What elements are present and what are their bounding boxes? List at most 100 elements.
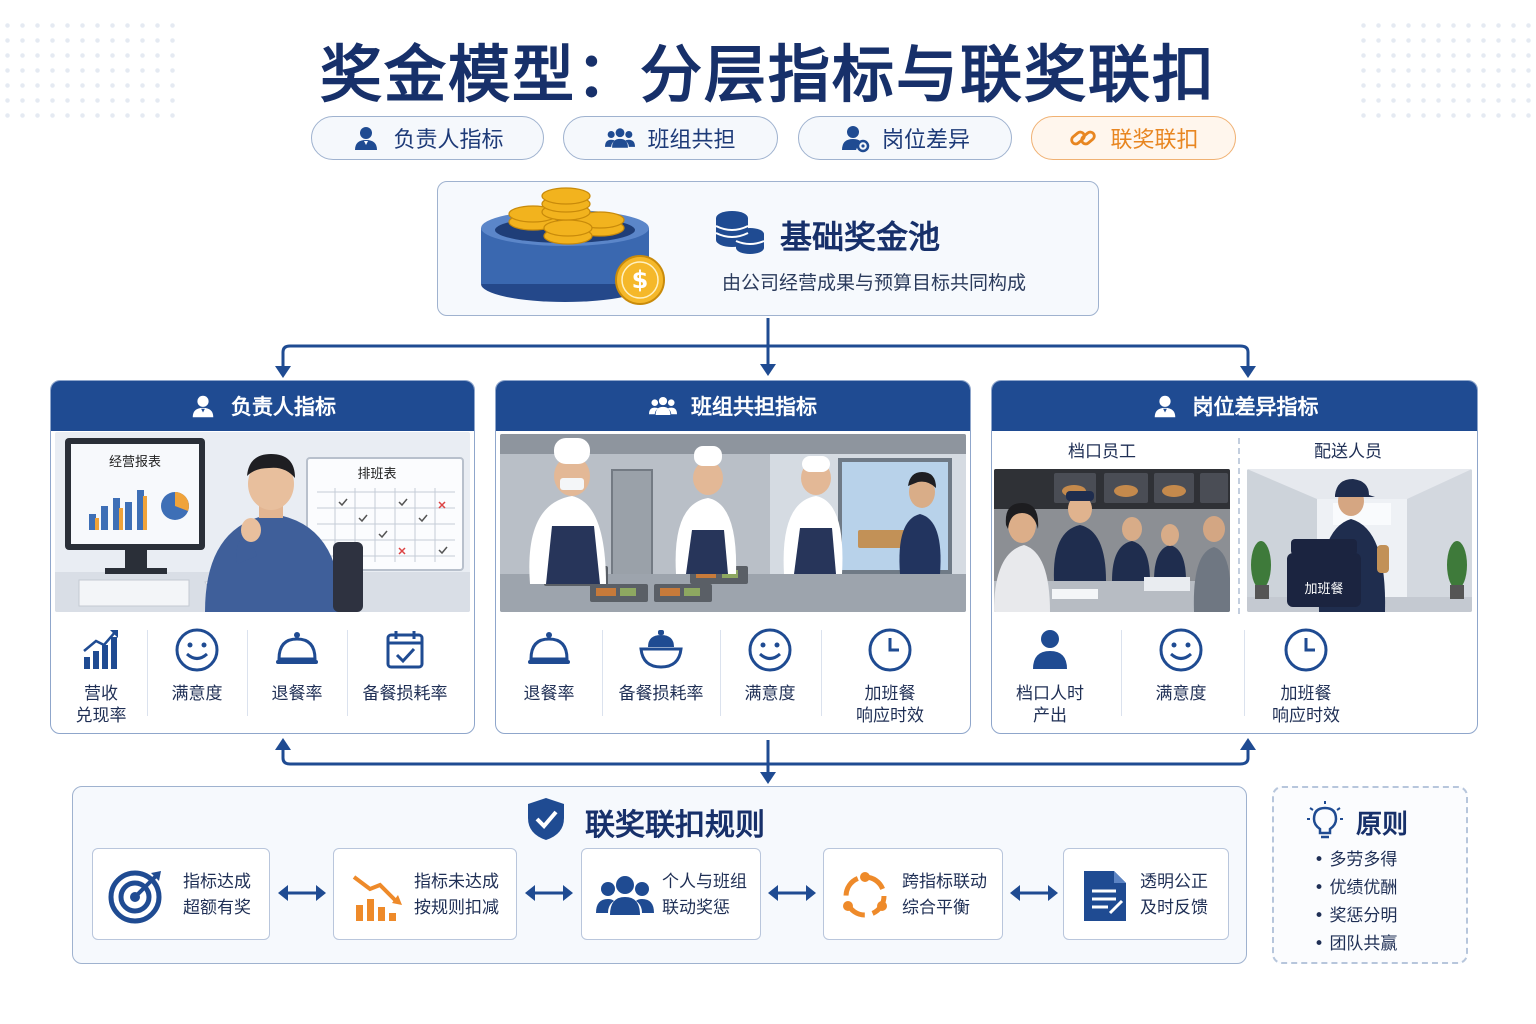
tab-team-share[interactable]: 班组共担 — [563, 116, 778, 160]
bonus-pool-subtitle: 由公司经营成果与预算目标共同构成 — [722, 272, 1027, 294]
rule-line1: 跨指标联动 — [902, 872, 987, 892]
metric-satisfaction: 满意度 — [1144, 625, 1218, 705]
double-arrow-icon — [768, 885, 816, 901]
principle-item: 多劳多得 — [1314, 846, 1397, 874]
metric-label: 满意度 — [1155, 684, 1207, 704]
principle-item: 团队共赢 — [1314, 930, 1397, 958]
delivery-bag-label: 加班餐 — [1304, 581, 1343, 597]
clock-icon — [1284, 628, 1328, 672]
tab-position-diff[interactable]: 岗位差异 — [798, 116, 1012, 160]
divider — [1121, 630, 1122, 716]
smile-icon — [175, 628, 219, 672]
tab-label: 负责人指标 — [393, 128, 504, 153]
tab-label: 班组共担 — [647, 128, 736, 153]
connector-cards-to-rules — [275, 738, 1256, 784]
double-arrow-icon — [1010, 885, 1058, 901]
cycle-icon — [843, 872, 887, 918]
schedule-board-label: 排班表 — [357, 467, 396, 482]
page-title: 奖金模型：分层指标与联奖联扣 — [319, 38, 1216, 111]
rule-line2: 及时反馈 — [1140, 898, 1208, 918]
decor-dots-left — [0, 18, 180, 128]
metric-return-rate: 退餐率 — [260, 625, 334, 705]
connector-pool-to-cards — [275, 318, 1256, 378]
coin-stack-icon — [715, 211, 765, 254]
document-icon — [1084, 871, 1126, 921]
principle-item: 奖惩分明 — [1314, 902, 1397, 930]
metric-label: 退餐率 — [271, 684, 323, 704]
tab-label: 联奖联扣 — [1110, 128, 1199, 153]
divider — [1244, 630, 1245, 716]
person-icon — [355, 127, 378, 150]
divider — [602, 630, 603, 716]
rule-individual-team: 个人与班组联动奖惩 — [581, 848, 761, 940]
divider — [720, 630, 721, 716]
group-icon — [596, 876, 654, 915]
metric-label: 退餐率 — [523, 684, 575, 704]
divider — [247, 630, 248, 716]
metric-label: 备餐损耗率 — [362, 684, 448, 704]
metric-label: 加班餐 响应时效 — [856, 684, 924, 726]
link-icon — [1070, 130, 1097, 146]
metric-label: 档口人时 产出 — [1016, 684, 1084, 726]
rule-line2: 按规则扣减 — [414, 898, 499, 918]
bonus-pool-title: 基础奖金池 — [780, 218, 941, 256]
double-arrow-icon — [278, 885, 326, 901]
divider — [347, 630, 348, 716]
counter-staff-photo — [994, 469, 1230, 612]
calendar-check-icon — [386, 631, 424, 669]
leader-office-photo: 经营报表 排班表 — [55, 432, 470, 612]
card-title: 班组共担指标 — [691, 395, 817, 419]
bowl-icon — [639, 630, 683, 669]
principles-list: 多劳多得 优绩优酬 奖惩分明 团队共赢 — [1314, 846, 1397, 958]
metric-satisfaction: 满意度 — [160, 625, 234, 705]
monitor-label: 经营报表 — [109, 455, 161, 470]
metric-counter-output: 档口人时 产出 — [1010, 625, 1090, 727]
principles-title: 原则 — [1356, 810, 1409, 840]
divider — [147, 630, 148, 716]
clock-icon — [868, 628, 912, 672]
rule-line1: 透明公正 — [1140, 872, 1208, 892]
bar-chart-icon — [83, 630, 118, 669]
rule-cross-metric: 跨指标联动综合平衡 — [823, 848, 1003, 940]
metric-label: 备餐损耗率 — [618, 684, 704, 704]
coin-pool-illustration: $ — [481, 187, 665, 305]
card-title: 岗位差异指标 — [1192, 395, 1319, 419]
divider — [1238, 438, 1240, 614]
divider — [821, 630, 822, 716]
principle-item: 优绩优酬 — [1314, 874, 1397, 902]
card-header: 负责人指标 — [51, 381, 474, 431]
metric-label: 满意度 — [744, 684, 796, 704]
metric-revenue-rate: 营收 兑现率 — [70, 625, 132, 727]
metric-label: 加班餐 响应时效 — [1272, 684, 1340, 726]
metric-satisfaction: 满意度 — [733, 625, 807, 705]
rule-exceed-reward: 指标达成超额有奖 — [92, 848, 270, 940]
rule-line1: 个人与班组 — [662, 872, 747, 892]
target-icon — [108, 870, 162, 924]
double-arrow-icon — [525, 885, 573, 901]
group-icon — [649, 396, 677, 416]
decline-chart-icon — [352, 875, 402, 921]
tab-leader-metrics[interactable]: 负责人指标 — [311, 116, 544, 160]
metric-prep-loss: 备餐损耗率 — [356, 625, 454, 705]
metric-overtime-response: 加班餐 响应时效 — [1260, 625, 1352, 727]
lightbulb-icon — [1307, 801, 1343, 839]
person-icon — [1033, 630, 1067, 669]
tab-linked-reward[interactable]: 联奖联扣 — [1031, 116, 1236, 160]
rule-line2: 综合平衡 — [902, 898, 970, 918]
rule-line1: 指标达成 — [183, 872, 251, 892]
metric-label: 营收 兑现率 — [75, 684, 127, 726]
rule-transparent: 透明公正及时反馈 — [1063, 848, 1229, 940]
rule-line2: 联动奖惩 — [662, 898, 730, 918]
person-gear-icon — [841, 126, 870, 153]
card-header: 岗位差异指标 — [992, 381, 1477, 431]
rule-line2: 超额有奖 — [183, 898, 251, 918]
card-title: 负责人指标 — [231, 395, 336, 419]
decor-dots-right — [1356, 18, 1536, 128]
metric-return-rate: 退餐率 — [512, 625, 586, 705]
subhead-delivery-staff: 配送人员 — [1314, 442, 1382, 462]
coin-symbol: $ — [632, 266, 649, 294]
tab-label: 岗位差异 — [881, 128, 970, 153]
card-header: 班组共担指标 — [496, 381, 970, 431]
shield-check-icon — [528, 798, 564, 840]
metric-label: 满意度 — [171, 684, 223, 704]
